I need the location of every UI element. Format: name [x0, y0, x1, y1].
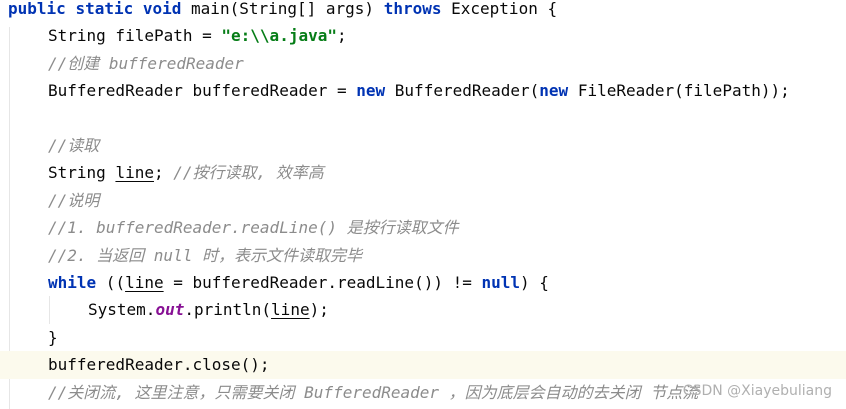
keyword: while [48, 273, 97, 292]
code-text: String [48, 163, 116, 183]
code-text: bufferedReader.close(); [48, 355, 270, 375]
comment: //1. bufferedReader.readLine() 是按行读取文件 [48, 218, 459, 238]
code-text: BufferedReader bufferedReader = [48, 81, 357, 101]
code-line-5[interactable] [0, 105, 846, 132]
code-line-3[interactable]: //创建 bufferedReader [0, 50, 846, 77]
variable: line [125, 273, 164, 292]
code-text: ); [309, 300, 329, 320]
code-line-1[interactable]: public static void main(String[] args) t… [0, 0, 846, 22]
code-line-7[interactable]: String line; //按行读取, 效率高 [0, 159, 846, 186]
code-line-9[interactable]: //1. bufferedReader.readLine() 是按行读取文件 [0, 214, 846, 241]
code-line-2[interactable]: String filePath = "e:\\a.java"; [0, 22, 846, 49]
keyword: throws [383, 0, 442, 18]
code-text: String filePath = [48, 26, 222, 46]
code-text: .println( [184, 300, 272, 320]
code-text: main(String[] args) [181, 0, 384, 18]
comment: //读取 [48, 136, 100, 155]
code-text: System. [88, 300, 156, 320]
code-line-15[interactable]: //关闭流, 这里注意，只需要关闭 BufferedReader ，因为底层会自… [0, 379, 846, 406]
code-line-13[interactable]: } [0, 324, 846, 351]
code-text: ; [153, 163, 174, 183]
string-literal: "e:\\a.java" [221, 26, 337, 46]
code-line-10[interactable]: //2. 当返回 null 时，表示文件读取完毕 [0, 242, 846, 269]
static-field: out [155, 300, 185, 320]
code-text: = bufferedReader.readLine()) != [163, 273, 482, 292]
code-line-12[interactable]: System.out.println(line); [0, 296, 846, 323]
watermark: CSDN @Xiayebuliang [682, 383, 832, 399]
variable: line [115, 163, 154, 183]
code-line-14-current[interactable]: bufferedReader.close(); [0, 351, 846, 379]
comment: //关闭流, 这里注意，只需要关闭 BufferedReader ，因为底层会自… [48, 382, 699, 402]
code-text: FileReader(filePath)); [568, 81, 790, 101]
code-line-8[interactable]: //说明 [0, 187, 846, 214]
comment: //说明 [48, 190, 100, 210]
code-text: (( [96, 273, 126, 292]
indent-guide-inner [49, 296, 50, 324]
comment: //创建 bufferedReader [48, 53, 244, 73]
indent-guide [9, 27, 10, 409]
comment: //2. 当返回 null 时，表示文件读取完毕 [48, 245, 362, 265]
keyword: public [8, 0, 66, 18]
code-line-6[interactable]: //读取 [0, 132, 846, 159]
keyword: static [75, 0, 134, 18]
code-text: } [48, 327, 58, 347]
code-text: ; [336, 26, 347, 46]
code-text: BufferedReader( [385, 81, 540, 101]
keyword: new [356, 81, 386, 101]
variable: line [271, 300, 310, 320]
code-line-4[interactable]: BufferedReader bufferedReader = new Buff… [0, 77, 846, 104]
code-text: ) { [520, 273, 549, 292]
comment: //按行读取, 效率高 [173, 163, 324, 183]
keyword: new [539, 81, 569, 101]
code-text: Exception { [441, 0, 558, 18]
keyword: null [481, 273, 521, 292]
keyword: void [142, 0, 182, 18]
code-line-11[interactable]: while ((line = bufferedReader.readLine()… [0, 269, 846, 296]
